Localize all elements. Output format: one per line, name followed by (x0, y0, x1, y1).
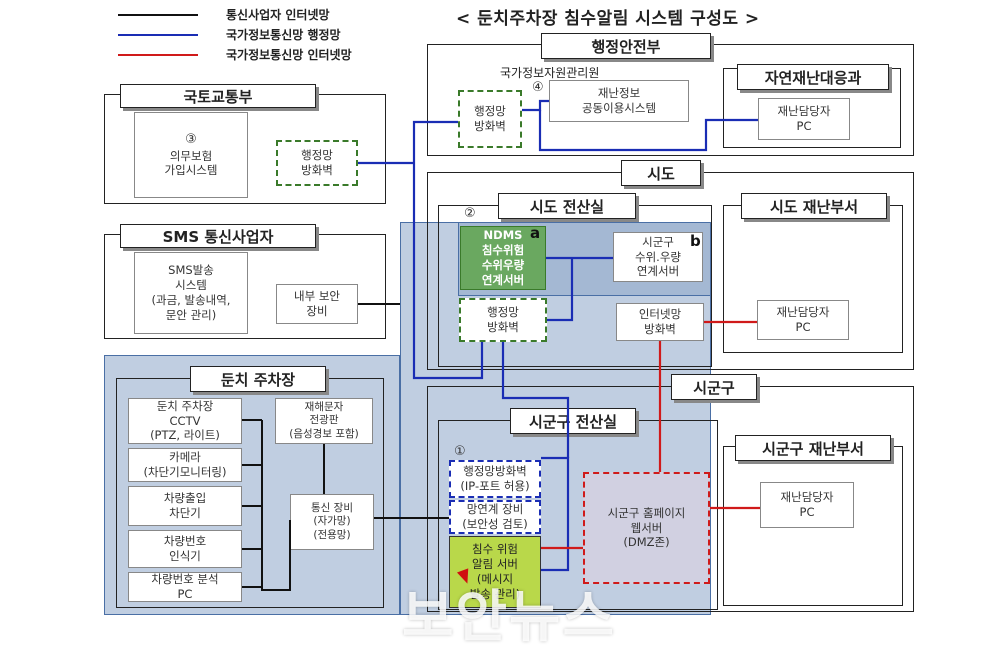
legend-label-blue: 국가정보통신망 행정망 (226, 28, 341, 42)
badge-a: a (530, 224, 541, 242)
vehicle-barrier: 차량출입 차단기 (128, 486, 242, 526)
blue-line-nirs-disaster (522, 99, 549, 112)
sigungu-homepage-server: 시군구 홈페이지 웹서버 (DMZ존) (583, 472, 710, 584)
flood-alert-server: 침수 위험 알림 서버 (메시지 발송 관리) (449, 536, 541, 608)
region-molit-header: 국토교통부 (120, 84, 316, 108)
admin-firewall-ip-port: 행정망방화벽 (IP-포트 허용) (449, 460, 541, 498)
region-sigungu-disaster-header: 시군구 재난부서 (735, 435, 891, 461)
insurance-system-label: 의무보험 가입시스템 (164, 148, 218, 178)
region-sido-dc-header: 시도 전산실 (498, 193, 636, 219)
molit-firewall: 행정망 방화벽 (276, 140, 358, 186)
plate-analysis-pc: 차량번호 분석 PC (128, 572, 242, 602)
badge-b: b (690, 232, 701, 250)
plate-recognizer: 차량번호 인식기 (128, 530, 242, 568)
nirs-firewall: 행정망 방화벽 (458, 90, 522, 148)
legend-label-black: 통신사업자 인터넷망 (226, 8, 330, 22)
legend-line-blue (118, 34, 198, 36)
sido-disaster-pc: 재난담당자 PC (757, 300, 849, 340)
number-4: ④ (532, 80, 544, 95)
watermark: 보안뉴스 (402, 585, 617, 650)
disaster-info-system: 재난정보 공동이용시스템 (549, 80, 689, 122)
blue-line-nirs-sido (412, 120, 484, 380)
sigungu-disaster-pc: 재난담당자 PC (760, 482, 854, 528)
blue-line-nirs-pc (538, 110, 758, 152)
region-sigungu-header: 시군구 (671, 374, 757, 400)
region-sigungu (427, 386, 914, 612)
sms-system: SMS발송 시스템 (과금, 발송내역, 문안 관리) (134, 252, 248, 334)
sms-security-equipment: 내부 보안 장비 (276, 284, 358, 324)
sido-internet-firewall: 인터넷망 방화벽 (616, 303, 704, 341)
legend-line-black (118, 14, 198, 16)
ndms-server: NDMS 침수위험 수위우량 연계서버 (460, 226, 546, 290)
region-disaster-dept-header: 자연재난대응과 (737, 64, 889, 90)
sigungu-link-server: 시군구 수위.우량 연계서버 (613, 232, 703, 282)
diagram-title: < 둔치주차장 침수알림 시스템 구성도 > (456, 9, 760, 29)
region-parking-header: 둔치 주차장 (190, 366, 326, 392)
blue-line-fw-alert (541, 456, 570, 572)
network-link-equipment: 망연계 장비 (보안성 검토) (449, 500, 541, 534)
number-2: ② (464, 206, 476, 221)
legend-line-red (118, 54, 198, 56)
comm-equipment: 통신 장비 (자가망) (전용망) (290, 494, 374, 550)
region-sigungu-dc-header: 시군구 전산실 (510, 408, 636, 434)
insurance-system: ③ 의무보험 가입시스템 (134, 112, 248, 198)
number-3: ③ (185, 131, 197, 147)
mois-disaster-pc: 재난담당자 PC (758, 98, 850, 140)
region-sms-header: SMS 통신사업자 (120, 224, 316, 248)
barrier-camera: 카메라 (차단기모니터링) (128, 448, 242, 482)
blue-line-sido-sigungu (501, 342, 570, 458)
blue-line-ndms-fw (547, 258, 574, 322)
cctv: 둔치 주차장 CCTV (PTZ, 라이트) (128, 398, 242, 444)
region-mois-header: 행정안전부 (541, 33, 711, 59)
region-sido-disaster-header: 시도 재난부서 (741, 193, 887, 219)
sido-admin-firewall: 행정망 방화벽 (459, 298, 547, 342)
black-line-parking-bus (261, 420, 291, 591)
legend-label-red: 국가정보통신망 인터넷망 (226, 48, 352, 62)
nirs-label: 국가정보자원관리원 (500, 66, 600, 80)
region-sido-header: 시도 (621, 160, 701, 186)
number-1: ① (454, 444, 466, 459)
disaster-sign-board: 재해문자 전광판 (음성경보 포함) (275, 398, 373, 444)
